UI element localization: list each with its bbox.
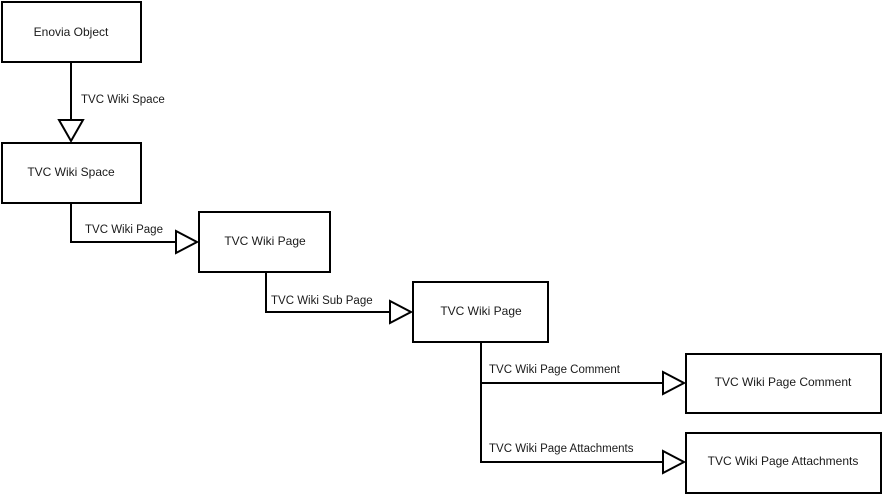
node-tvc-wiki-page-2[interactable]: TVC Wiki Page — [412, 281, 549, 343]
edge-page2-to-comment[interactable]: TVC Wiki Page Comment — [480, 342, 687, 396]
node-tvc-wiki-page-2-label: TVC Wiki Page — [440, 304, 522, 318]
arrowhead-right-icon — [175, 229, 200, 255]
node-tvc-wiki-page-comment[interactable]: TVC Wiki Page Comment — [685, 353, 882, 414]
edge-label-page2-to-attachments: TVC Wiki Page Attachments — [489, 443, 634, 455]
edge-label-page1-to-page2: TVC Wiki Sub Page — [271, 295, 373, 307]
node-tvc-wiki-page-attachments[interactable]: TVC Wiki Page Attachments — [685, 432, 882, 494]
node-tvc-wiki-page-2-box — [412, 281, 549, 343]
node-enovia-object-label: Enovia Object — [34, 25, 109, 39]
node-tvc-wiki-page-1[interactable]: TVC Wiki Page — [198, 211, 331, 273]
node-tvc-wiki-page-comment-label: TVC Wiki Page Comment — [715, 375, 852, 389]
node-tvc-wiki-page-1-label: TVC Wiki Page — [224, 234, 306, 248]
node-tvc-wiki-page-attachments-box — [685, 432, 882, 494]
edge-label-page2-to-comment: TVC Wiki Page Comment — [489, 364, 621, 376]
edge-space-to-page1[interactable]: TVC Wiki Page — [70, 203, 200, 255]
edge-label-space-to-page1: TVC Wiki Page — [85, 224, 163, 236]
edge-page2-to-attachments-line — [480, 383, 663, 463]
node-tvc-wiki-space-label: TVC Wiki Space — [27, 165, 115, 179]
edge-page1-to-page2-line — [265, 272, 390, 313]
node-tvc-wiki-page-comment-box — [685, 353, 882, 414]
node-tvc-wiki-space-box — [1, 142, 142, 204]
node-tvc-wiki-page-attachments-label: TVC Wiki Page Attachments — [708, 454, 859, 468]
arrowhead-right-icon — [662, 449, 687, 475]
edge-page2-to-attachments[interactable]: TVC Wiki Page Attachments — [480, 383, 687, 475]
edge-enovia-to-space[interactable]: TVC Wiki Space — [57, 62, 165, 144]
edge-space-to-page1-line — [70, 203, 176, 243]
edge-label-enovia-to-space: TVC Wiki Space — [81, 94, 165, 106]
node-enovia-object-box — [1, 1, 142, 63]
node-tvc-wiki-page-1-box — [198, 211, 331, 273]
arrowhead-right-icon — [662, 370, 687, 396]
edge-page2-to-comment-line — [480, 342, 663, 384]
node-enovia-object[interactable]: Enovia Object — [1, 1, 142, 63]
arrowhead-down-icon — [57, 119, 85, 144]
node-tvc-wiki-space[interactable]: TVC Wiki Space — [1, 142, 142, 204]
edge-page1-to-page2[interactable]: TVC Wiki Sub Page — [265, 272, 414, 325]
arrowhead-right-icon — [389, 299, 414, 325]
